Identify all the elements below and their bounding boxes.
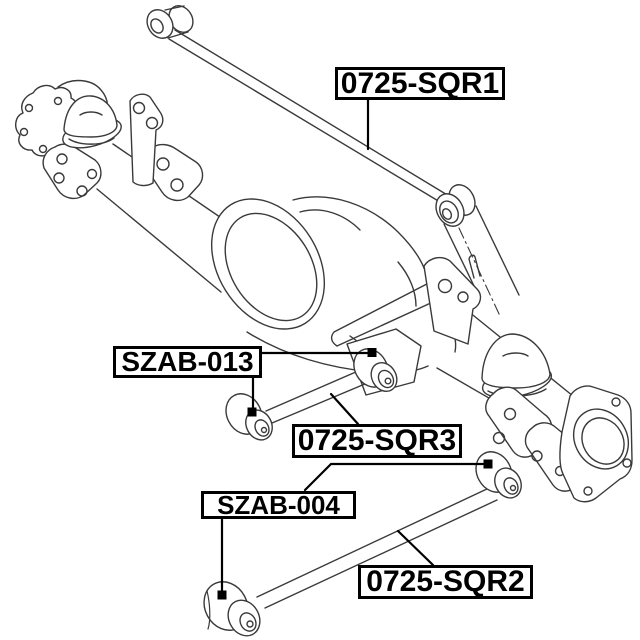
part-label-0725-sqr1[interactable]: 0725-SQR1 (335, 67, 505, 100)
part-label-szab-004[interactable]: SZAB-004 (201, 491, 356, 519)
rear-axle-housing-drawing (15, 79, 633, 503)
leader-lines (217, 98, 493, 600)
track-rod-drawing (146, 5, 476, 227)
part-label-0725-sqr3[interactable]: 0725-SQR3 (292, 424, 462, 458)
part-label-0725-sqr2[interactable]: 0725-SQR2 (358, 565, 533, 599)
part-label-szab-013[interactable]: SZAB-013 (113, 346, 262, 378)
marker-square (217, 590, 227, 600)
lower-trailing-arm-drawing (203, 451, 522, 637)
marker-square (367, 348, 377, 357)
marker-square (483, 459, 493, 469)
marker-square (247, 407, 257, 417)
